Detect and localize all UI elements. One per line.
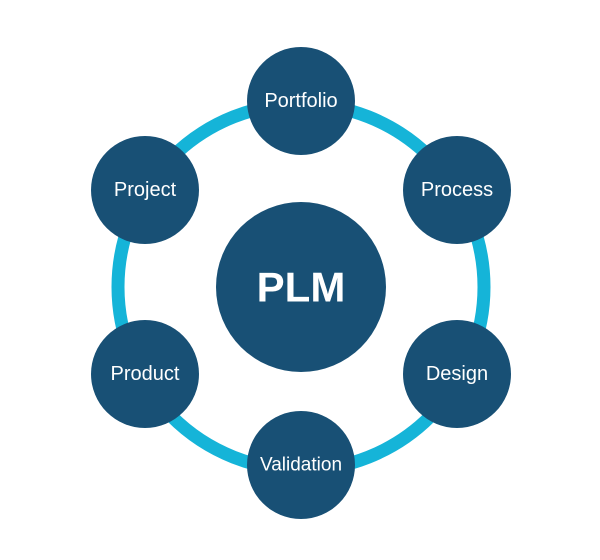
node-validation-label: Validation bbox=[260, 455, 342, 476]
node-validation: Validation bbox=[247, 411, 355, 519]
node-process: Process bbox=[403, 136, 511, 244]
node-project: Project bbox=[91, 136, 199, 244]
node-process-circle bbox=[403, 136, 511, 244]
node-design-label: Design bbox=[426, 363, 488, 385]
node-product: Product bbox=[91, 320, 199, 428]
node-product-label: Product bbox=[111, 363, 180, 385]
node-validation-circle bbox=[247, 411, 355, 519]
node-portfolio-label: Portfolio bbox=[264, 90, 337, 112]
node-portfolio-circle bbox=[247, 47, 355, 155]
node-design-circle bbox=[403, 320, 511, 428]
node-product-circle bbox=[91, 320, 199, 428]
center-node-circle bbox=[216, 202, 386, 372]
center-node: PLM bbox=[216, 202, 386, 372]
node-portfolio: Portfolio bbox=[247, 47, 355, 155]
center-node-label: PLM bbox=[257, 264, 346, 311]
node-process-label: Process bbox=[421, 179, 493, 201]
node-design: Design bbox=[403, 320, 511, 428]
node-project-label: Project bbox=[114, 179, 177, 201]
node-project-circle bbox=[91, 136, 199, 244]
